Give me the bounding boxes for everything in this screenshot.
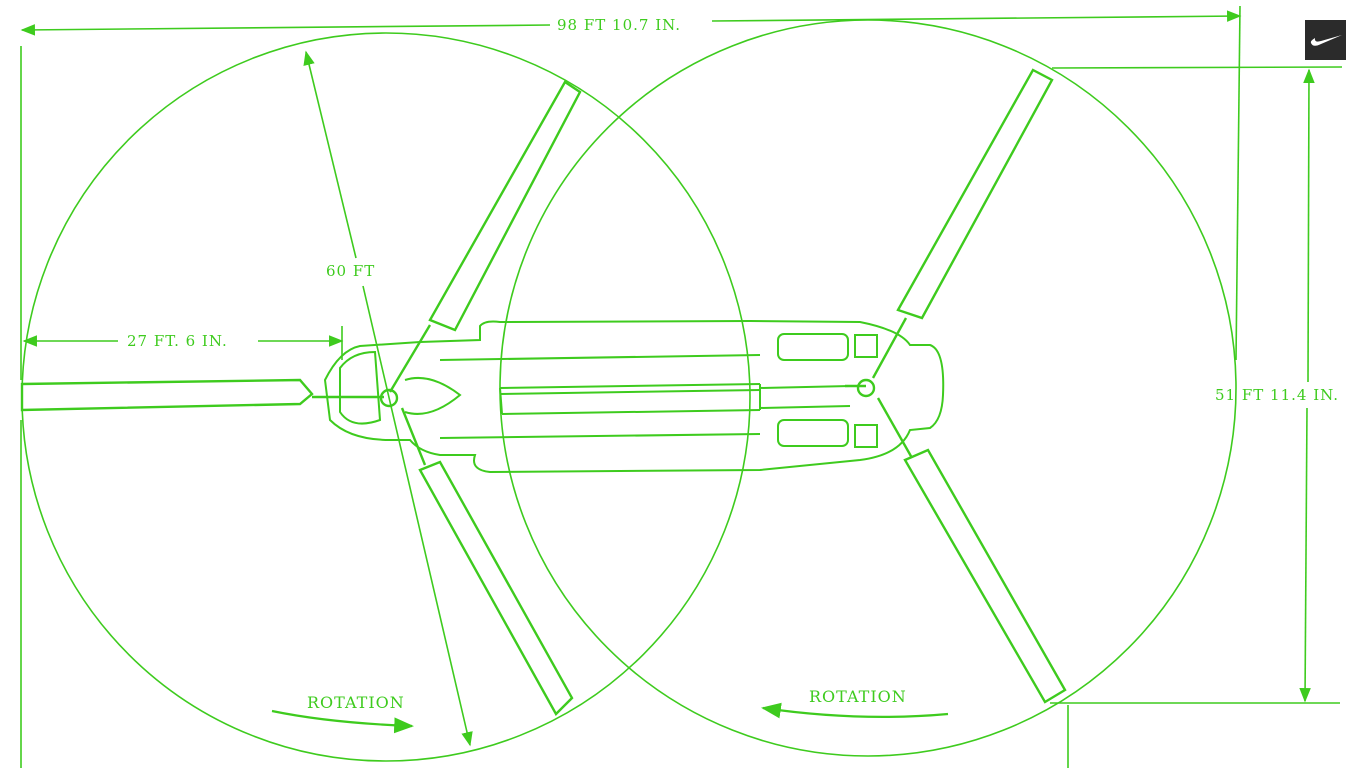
rotor-clearance-label: 27 FT. 6 IN. bbox=[127, 332, 228, 350]
front-rotor-disc bbox=[21, 32, 751, 762]
brand-logo bbox=[1305, 20, 1346, 60]
overall-width-label: 51 FT 11.4 IN. bbox=[1215, 386, 1339, 404]
fuselage bbox=[323, 319, 945, 474]
front-rotation-label: ROTATION bbox=[307, 693, 405, 712]
rear-rotation-label: ROTATION bbox=[809, 687, 907, 706]
rear-rotation-arrow bbox=[761, 702, 949, 719]
front-rotation-arrow bbox=[271, 709, 414, 734]
overall-length-dimension bbox=[20, 5, 1242, 768]
rotor-diameter-dimension bbox=[303, 50, 473, 747]
overall-length-label: 98 FT 10.7 IN. bbox=[557, 16, 681, 34]
front-rotor-blades bbox=[20, 80, 582, 716]
rear-rotor-disc bbox=[499, 19, 1237, 757]
rotor-clearance-dimension bbox=[22, 326, 344, 360]
swoosh-icon bbox=[1310, 35, 1342, 46]
rotor-diameter-label: 60 FT bbox=[326, 262, 375, 280]
rear-rotor-blades bbox=[845, 68, 1067, 704]
overall-width-dimension bbox=[1050, 66, 1343, 768]
